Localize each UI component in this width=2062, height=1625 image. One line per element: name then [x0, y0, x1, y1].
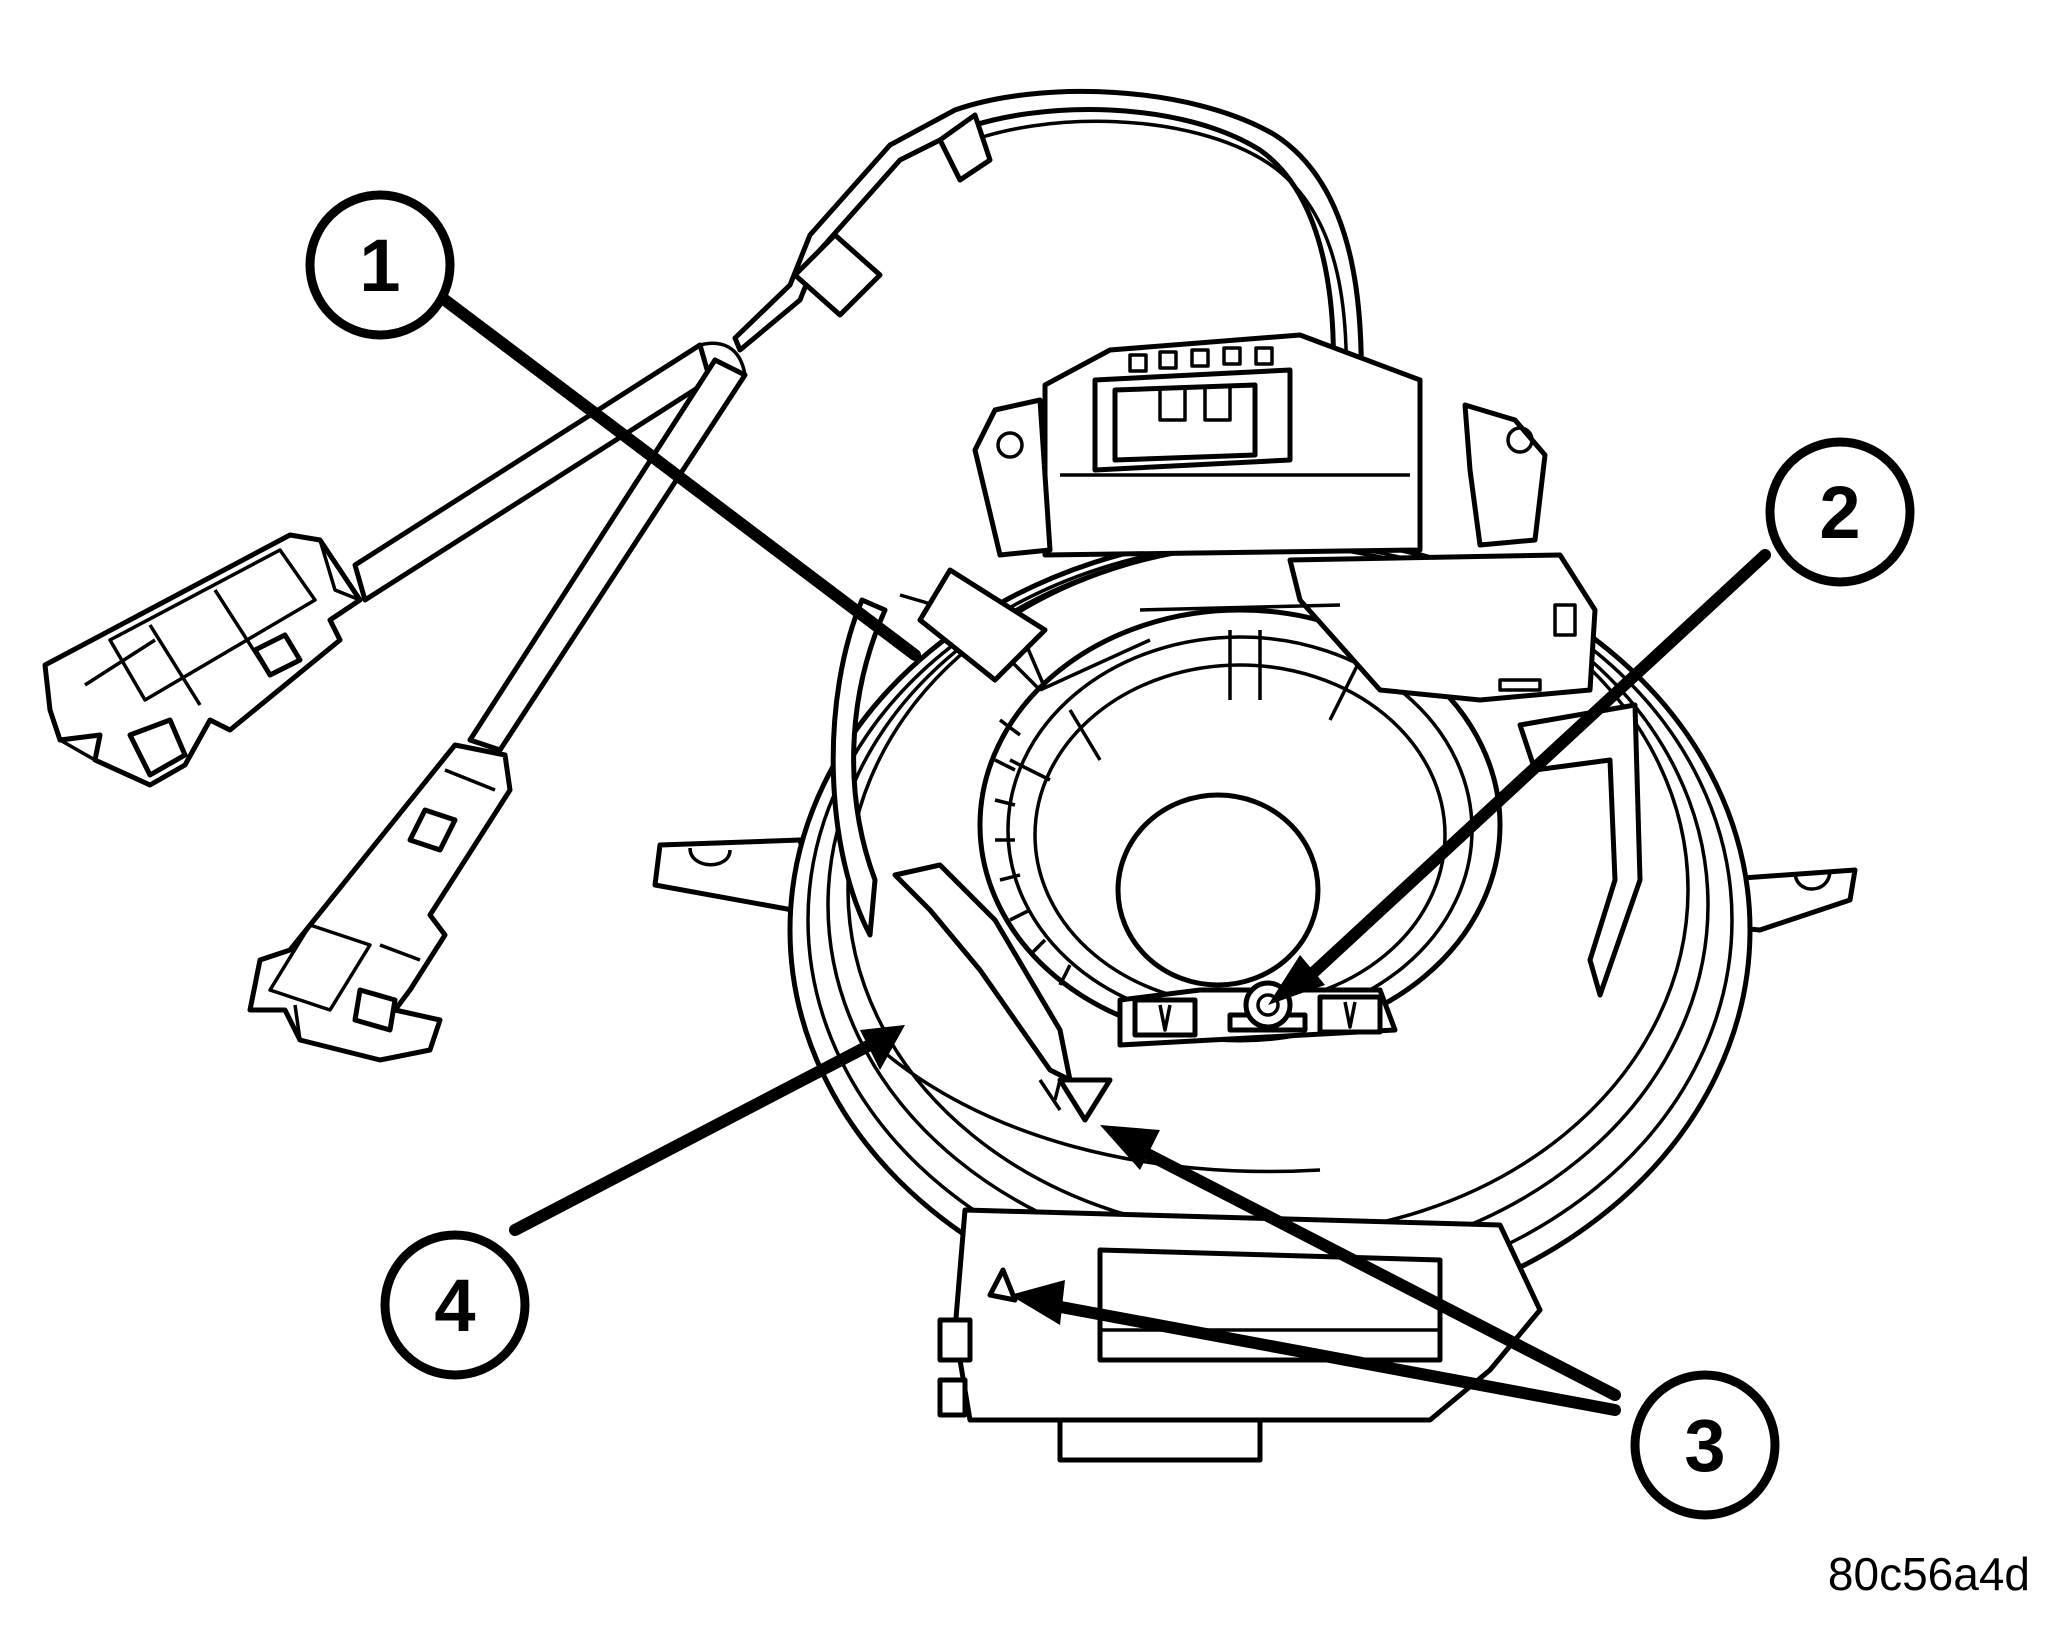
- callout-2: 2: [1765, 437, 1915, 587]
- callout-4: 4: [380, 1230, 530, 1380]
- wire-harness: [352, 88, 1364, 753]
- callout-1-number: 1: [359, 224, 400, 307]
- callout-3-number: 3: [1684, 1404, 1725, 1487]
- leader-lines: [419, 279, 1771, 1416]
- harness-connector-lower: [247, 742, 513, 1063]
- callout-1: 1: [305, 190, 455, 340]
- harness-connector-upper: [42, 532, 363, 788]
- clockspring-window: [1517, 702, 1643, 998]
- callout-4-number: 4: [434, 1264, 475, 1347]
- figure-id: 80c56a4d: [1828, 1548, 2030, 1600]
- alignment-marks: [1053, 1077, 1113, 1123]
- callout-3: 3: [1630, 1370, 1780, 1520]
- callout-2-number: 2: [1819, 471, 1860, 554]
- top-connector-housing: [972, 332, 1598, 703]
